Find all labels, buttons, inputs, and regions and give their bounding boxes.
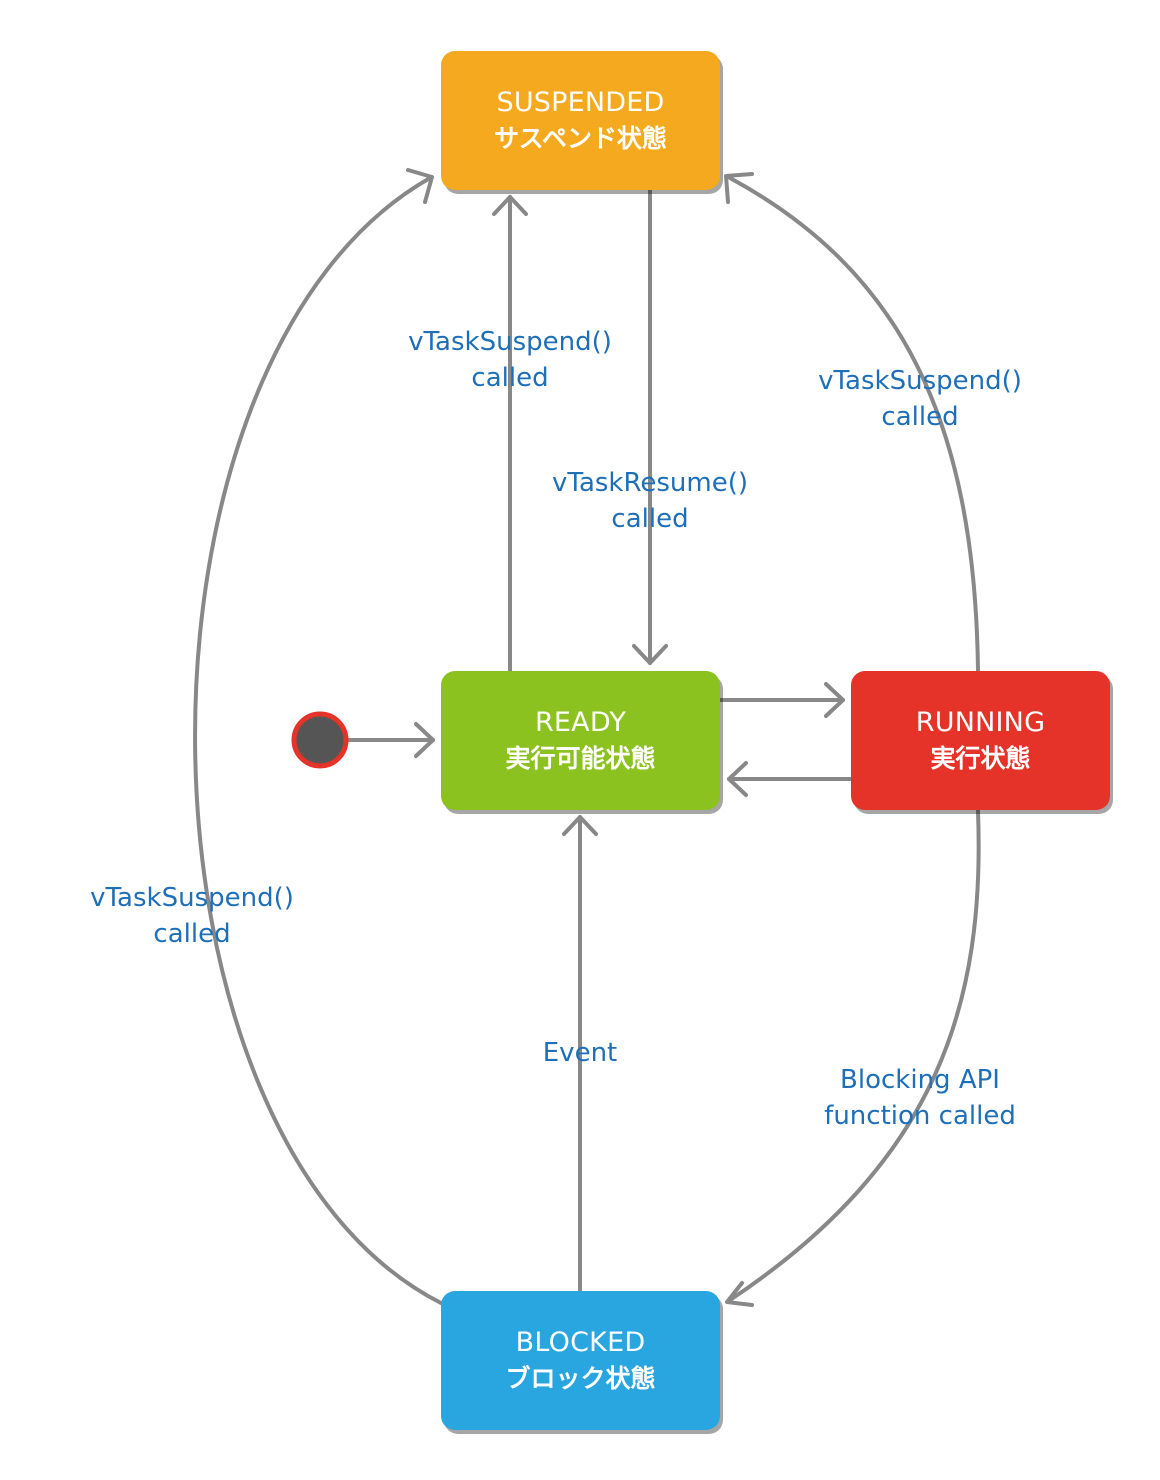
state-suspended: SUSPENDED サスペンド状態: [441, 51, 720, 190]
label-ready-to-suspended: vTaskSuspend() called: [408, 324, 612, 396]
state-ready-title: READY: [534, 706, 627, 738]
arrowhead-suspended-to-ready: [632, 644, 668, 665]
state-running-subtitle: 実行状態: [930, 743, 1031, 773]
arrowhead-initial-to-ready: [414, 722, 435, 758]
arrowhead-blocked-to-suspended: [406, 168, 434, 204]
label-running-to-suspended-line2: called: [881, 402, 959, 432]
label-running-to-blocked-line2: function called: [824, 1101, 1016, 1131]
state-running: RUNNING 実行状態: [851, 671, 1110, 810]
label-blocked-to-suspended-line2: called: [153, 919, 231, 949]
state-suspended-subtitle: サスペンド状態: [494, 123, 667, 153]
state-running-title: RUNNING: [915, 706, 1046, 738]
arrowhead-running-to-ready: [727, 761, 748, 797]
state-blocked: BLOCKED ブロック状態: [441, 1291, 720, 1430]
state-blocked-subtitle: ブロック状態: [505, 1363, 656, 1393]
label-running-to-blocked: Blocking API function called: [824, 1062, 1016, 1134]
state-suspended-title: SUSPENDED: [496, 86, 665, 118]
label-ready-to-suspended-line1: vTaskSuspend(): [408, 327, 612, 357]
arrowhead-ready-to-running: [824, 682, 845, 718]
state-ready: READY 実行可能状態: [441, 671, 720, 810]
state-blocked-title: BLOCKED: [515, 1326, 646, 1358]
label-suspended-to-ready-line2: called: [611, 504, 689, 534]
label-suspended-to-ready: vTaskResume() called: [552, 465, 748, 537]
arrow-running-to-blocked: [728, 809, 981, 1302]
label-blocked-to-ready-line1: Event: [542, 1038, 618, 1068]
label-blocked-to-ready: Event: [543, 1035, 617, 1071]
label-blocked-to-suspended-line1: vTaskSuspend(): [90, 883, 294, 913]
arrowhead-ready-to-suspended: [492, 195, 528, 216]
initial-state-dot: [291, 711, 349, 769]
label-ready-to-suspended-line2: called: [471, 363, 549, 393]
state-ready-subtitle: 実行可能状態: [505, 743, 656, 773]
label-suspended-to-ready-line1: vTaskResume(): [551, 468, 749, 498]
arrowhead-blocked-to-ready: [562, 815, 598, 836]
label-blocked-to-suspended: vTaskSuspend() called: [90, 880, 294, 952]
arrow-blocked-to-suspended: [193, 176, 443, 1305]
label-running-to-suspended: vTaskSuspend() called: [818, 363, 1022, 435]
label-running-to-suspended-line1: vTaskSuspend(): [818, 366, 1022, 396]
label-running-to-blocked-line1: Blocking API: [840, 1065, 1000, 1095]
arrow-running-to-suspended: [728, 176, 980, 673]
arrowhead-running-to-suspended: [724, 172, 754, 204]
arrowhead-running-to-blocked: [725, 1281, 754, 1307]
